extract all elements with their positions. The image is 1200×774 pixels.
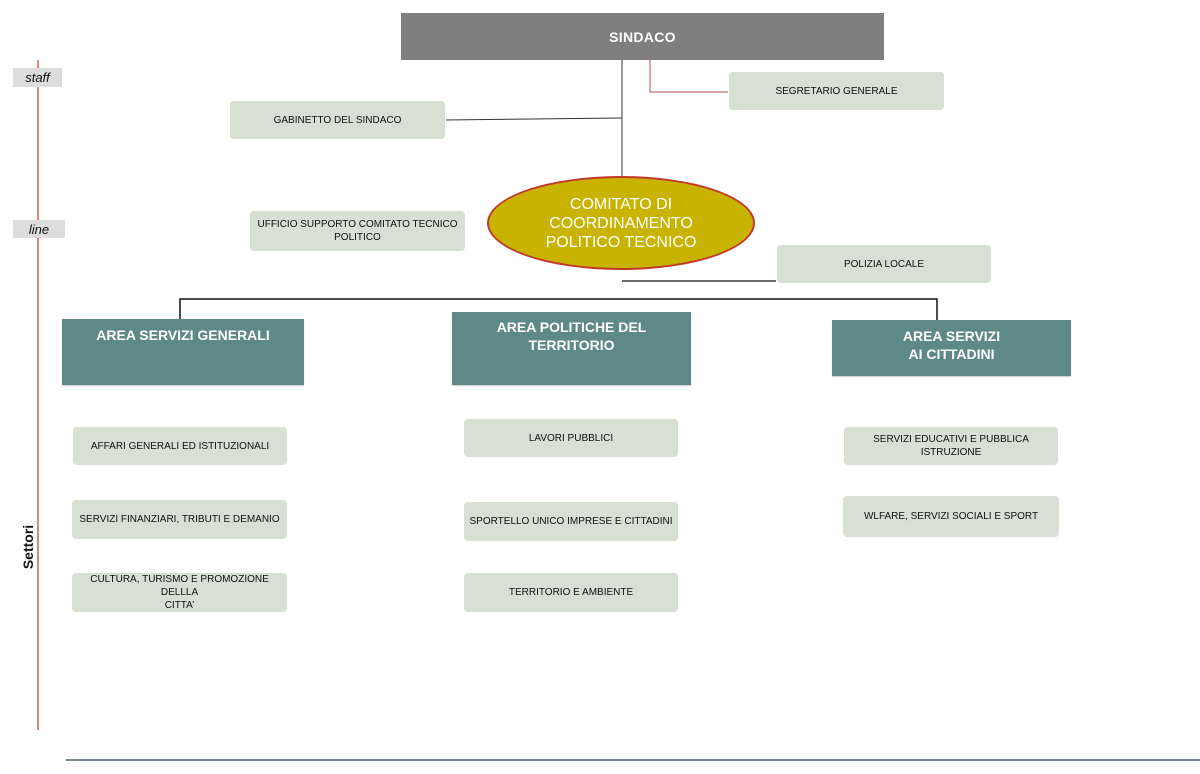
settore-affari-generali: AFFARI GENERALI ED ISTITUZIONALI: [73, 427, 287, 465]
settori-label: Settori: [10, 520, 46, 574]
settore-lavori-pubblici: LAVORI PUBBLICI: [464, 419, 678, 457]
sindaco-box: SINDACO: [401, 13, 884, 60]
staff-label: staff: [13, 68, 62, 87]
settore-servizi-educativi: SERVIZI EDUCATIVI E PUBBLICA ISTRUZIONE: [844, 427, 1058, 465]
segretario-connector: [649, 60, 728, 93]
polizia-locale-box: POLIZIA LOCALE: [777, 245, 991, 283]
settore-territorio-ambiente: TERRITORIO E AMBIENTE: [464, 573, 678, 612]
area-servizi-cittadini-box: AREA SERVIZI AI CITTADINI: [832, 320, 1071, 376]
settori-label-text: Settori: [20, 524, 36, 570]
area-politiche-territorio-box: AREA POLITICHE DEL TERRITORIO: [452, 312, 691, 385]
area-servizi-generali-box: AREA SERVIZI GENERALI: [62, 319, 304, 385]
settore-cultura-turismo: CULTURA, TURISMO E PROMOZIONE DELLLA CIT…: [72, 573, 287, 612]
settore-welfare-sport: WLFARE, SERVIZI SOCIALI E SPORT: [843, 496, 1059, 537]
comitato-coordinamento-ellipse: COMITATO DI COORDINAMENTO POLITICO TECNI…: [487, 176, 755, 270]
line-label: line: [13, 220, 65, 238]
ufficio-supporto-box: UFFICIO SUPPORTO COMITATO TECNICO POLITI…: [250, 211, 465, 251]
areas-bus-line: [179, 298, 938, 320]
settore-servizi-finanziari: SERVIZI FINANZIARI, TRIBUTI E DEMANIO: [72, 500, 287, 539]
settore-sportello-unico: SPORTELLO UNICO IMPRESE E CITTADINI: [464, 502, 678, 541]
segretario-generale-box: SEGRETARIO GENERALE: [729, 72, 944, 110]
gabinetto-connector: [445, 117, 623, 121]
gabinetto-sindaco-box: GABINETTO DEL SINDACO: [230, 101, 445, 139]
